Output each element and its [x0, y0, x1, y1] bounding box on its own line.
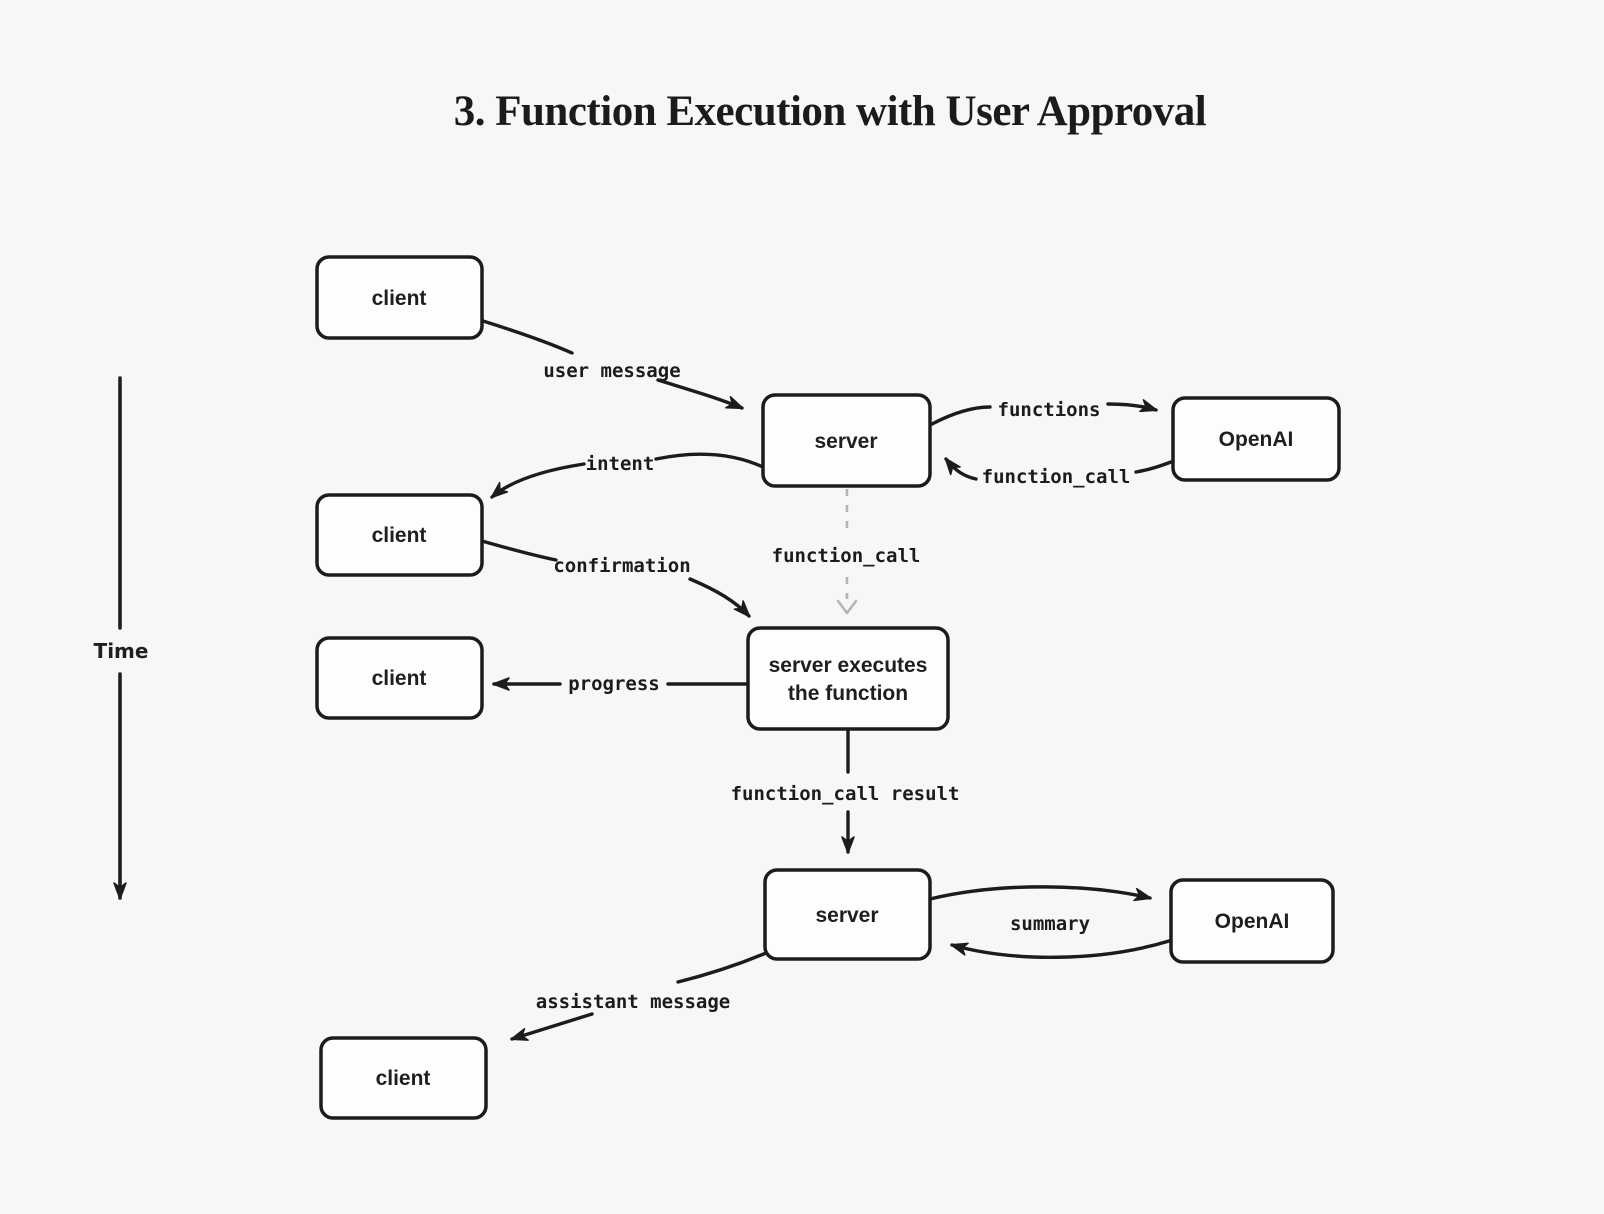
edge-intent-line-2 — [490, 462, 586, 499]
edge-function-call-dispatch-label: function_call — [772, 545, 921, 567]
time-axis: Time — [94, 376, 149, 900]
node-openai-2-label: OpenAI — [1215, 910, 1290, 933]
edge-assistant-message-line-2 — [510, 1012, 594, 1041]
node-server-executes-label-line2: the function — [788, 682, 908, 705]
time-axis-label: Time — [94, 639, 149, 663]
node-openai-2-box — [1169, 878, 1335, 964]
edge-intent-line-1 — [654, 452, 765, 469]
node-client-3-label: client — [372, 667, 427, 690]
edge-confirmation-line-1 — [480, 539, 558, 562]
node-client-2-box — [315, 493, 484, 577]
node-client-1: client — [315, 255, 484, 340]
edge-function-call-result: function_call result — [731, 728, 960, 854]
edge-function-call-result-label: function_call result — [731, 783, 960, 805]
edge-user-message: user message — [481, 319, 744, 410]
node-client-1-box — [315, 255, 484, 340]
node-openai-1: OpenAI — [1171, 396, 1341, 482]
node-client-4-label: client — [376, 1067, 431, 1090]
edge-confirmation-label: confirmation — [553, 555, 690, 577]
edge-function-call-response: function_call — [944, 457, 1173, 488]
node-client-2-label: client — [372, 524, 427, 547]
edge-function-call-response-line-2 — [944, 457, 978, 481]
edge-function-call-response-label: function_call — [982, 466, 1131, 488]
node-client-3-box — [315, 636, 484, 720]
page-title: 3. Function Execution with User Approval — [454, 88, 1207, 135]
node-server-2-label: server — [815, 904, 878, 927]
edge-user-message-line-1 — [481, 319, 574, 355]
edge-progress-label: progress — [568, 673, 660, 695]
node-server-2-box — [763, 868, 932, 961]
node-client-3: client — [315, 636, 484, 720]
node-server-2: server — [763, 868, 932, 961]
edge-intent: intent — [490, 452, 765, 499]
edge-user-message-label: user message — [543, 360, 680, 382]
edge-confirmation: confirmation — [480, 539, 751, 618]
edge-user-message-line-2 — [656, 378, 744, 410]
node-client-4: client — [319, 1036, 488, 1120]
node-server-executes: server executes the function — [746, 626, 950, 731]
node-openai-2: OpenAI — [1169, 878, 1335, 964]
node-client-2: client — [315, 493, 484, 577]
node-server-1-box — [761, 393, 932, 488]
node-server-1: server — [761, 393, 932, 488]
edge-assistant-message: assistant message — [510, 951, 768, 1041]
edge-assistant-message-label: assistant message — [536, 991, 730, 1013]
edge-summary: summary — [928, 885, 1171, 959]
node-server-executes-box — [746, 626, 950, 731]
edge-summary-line-to-server — [950, 939, 1171, 959]
node-server-executes-label-line1: server executes — [769, 654, 928, 677]
node-openai-1-box — [1171, 396, 1341, 482]
edge-functions-label: functions — [998, 399, 1101, 421]
edge-progress: progress — [492, 673, 750, 695]
edge-summary-line-to-openai — [928, 885, 1152, 902]
edge-function-call-dispatch: function_call — [772, 489, 921, 615]
edge-confirmation-line-2 — [688, 577, 751, 618]
node-openai-1-label: OpenAI — [1219, 428, 1294, 451]
edge-function-call-dispatch-arrowhead — [836, 599, 858, 615]
edge-function-call-response-line-1 — [1134, 460, 1173, 474]
node-client-1-label: client — [372, 287, 427, 310]
edge-summary-label: summary — [1010, 913, 1090, 935]
node-client-4-box — [319, 1036, 488, 1120]
edge-assistant-message-line-1 — [676, 951, 768, 984]
edge-intent-label: intent — [586, 453, 655, 475]
edge-functions-line-2 — [1106, 399, 1158, 413]
node-server-1-label: server — [814, 430, 877, 453]
edge-functions-line-1 — [930, 405, 992, 426]
edge-functions: functions — [930, 399, 1158, 426]
